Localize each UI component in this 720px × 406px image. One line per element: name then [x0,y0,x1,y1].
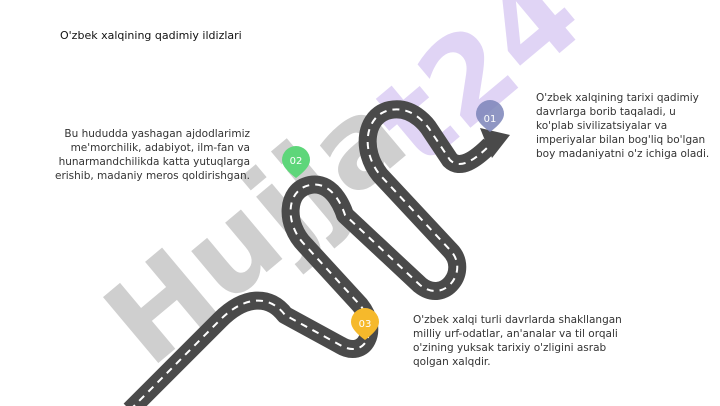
marker-03-label: 03 [359,319,372,330]
map-pin-icon [282,146,310,178]
text-block-right-bottom: O'zbek xalqi turli davrlarda shakllangan… [413,314,622,368]
road-lane-markings [132,108,491,406]
map-pin-icon [476,100,504,132]
map-pin-icon [351,308,379,340]
marker-02-label: 02 [290,156,303,167]
text-block-right-top: O'zbek xalqining tarixi qadimiy davrlarg… [536,92,710,160]
marker-03: 03 [351,308,379,340]
road-arrow-head [480,128,510,158]
marker-02: 02 [282,146,310,178]
slide-title: O'zbek xalqining qadimiy ildizlari [60,29,242,42]
marker-01: 01 [476,100,504,132]
text-block-left: Bu hududda yashagan ajdodlarimiz me'morc… [54,128,250,182]
marker-01-label: 01 [484,114,497,125]
